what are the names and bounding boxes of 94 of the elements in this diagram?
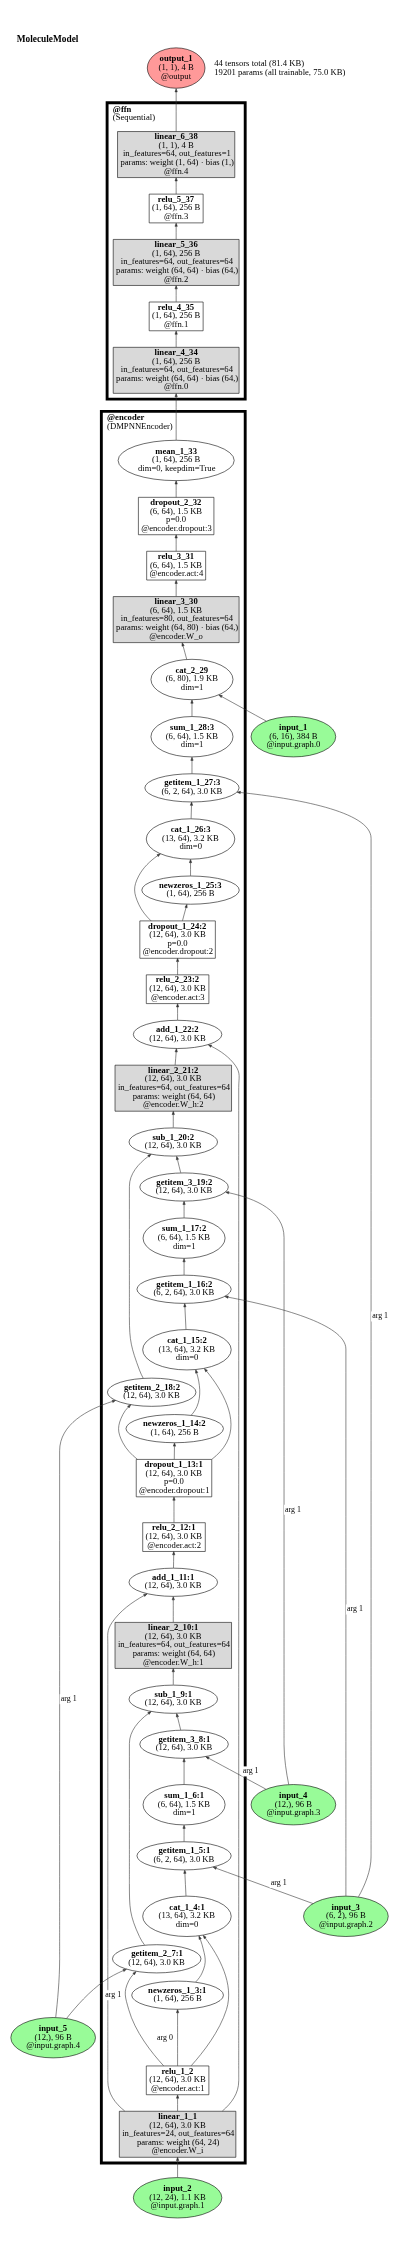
- edge-label: arg 1: [242, 1766, 259, 1776]
- node-ellipse: newzeros_1_3:1 (1, 64), 256 B: [131, 1980, 224, 2010]
- arrow: [173, 1442, 176, 1460]
- node-ellipse: input_3 (6, 2), 96 B @input.graph.2: [303, 1895, 389, 1937]
- arrow: [174, 480, 178, 498]
- arrow: [176, 2094, 179, 2112]
- arrow: [190, 756, 194, 774]
- edge-label: arg 1: [105, 1990, 122, 2000]
- arrow: [204, 1368, 232, 1460]
- node-ellipse: newzeros_1_25:3 (1, 64), 256 B: [141, 875, 240, 905]
- node-ellipse: input_2 (12, 24), 1.1 KB @input.graph.1: [133, 2177, 223, 2219]
- arrow: [174, 222, 178, 240]
- arrow: [134, 853, 161, 922]
- arrow: [171, 1596, 175, 1623]
- node-ellipse: mean_1_33 (1, 64), 256 B dim=0, keepdim=True: [117, 439, 235, 481]
- node-box: relu_1_2 (12, 64), 3.0 KB @encoder.act:1: [146, 2065, 210, 2095]
- arrow: [190, 699, 194, 717]
- arrow: [224, 1295, 347, 1897]
- arrow: [174, 393, 178, 441]
- arrow: [171, 1111, 175, 1128]
- arrow: [236, 791, 372, 1898]
- arrow: [172, 1551, 176, 1569]
- arrow: [176, 1003, 179, 1021]
- node-box: dropout_2_32 (6, 64), 1.5 KB p=0.0 @encoder.dropout:3: [138, 497, 215, 535]
- arrow: [129, 1711, 152, 1946]
- node-ellipse: newzeros_1_14:2 (1, 64), 256 B: [125, 1414, 224, 1443]
- node-box: linear_1_1 (12, 64), 3.0 KB in_features=24, out_features=64 params: weight (64, 24) @encoder.W_i: [119, 2110, 237, 2158]
- arrow: [182, 1824, 186, 1842]
- arrow: [129, 1154, 152, 1379]
- node-ellipse: sum_1_17:2 (6, 64), 1.5 KB dim=1: [142, 1217, 226, 1259]
- node-box: relu_2_12:1 (12, 64), 3.0 KB @encoder.act:2: [142, 1522, 206, 1552]
- edge-label: arg 1: [270, 1878, 287, 1888]
- node-box: relu_5_37 (1, 64), 256 B @ffn.3: [148, 193, 204, 224]
- node-box: relu_4_35 (1, 64), 256 B @ffn.1: [148, 301, 204, 332]
- arrow: [212, 1866, 314, 1904]
- node-box: dropout_1_13:1 (12, 64), 3.0 KB p=0.0 @encoder.dropout:1: [135, 1459, 213, 1498]
- arrow: [174, 580, 178, 597]
- node-ellipse: sum_1_28:3 (6, 64), 1.5 KB dim=1: [150, 716, 234, 758]
- arrow: [182, 1201, 186, 1219]
- diagram-title: MoleculeModel: [16, 33, 79, 44]
- node-box: linear_3_30 (6, 64), 1.5 KB in_features=80, out_features=64 params: weight (64, 80) · bias (64,) @encoder.W_o: [112, 596, 240, 643]
- arrow: [174, 88, 178, 132]
- arrow: [174, 177, 178, 195]
- node-ellipse: input_1 (6, 16), 384 B @input.graph.0: [250, 716, 337, 758]
- arrow: [176, 2009, 179, 2067]
- arrow: [174, 285, 178, 303]
- arrow: [182, 1258, 186, 1276]
- arrow: [174, 534, 178, 552]
- arrow: [172, 1496, 176, 1523]
- arrow: [189, 859, 192, 877]
- node-box: linear_6_38 (1, 1), 4 B in_features=64, out_features=1 params: weight (1, 64) · bias (1,) @ffn.4: [117, 131, 236, 178]
- arrow: [66, 1968, 127, 2019]
- arrow: [118, 1404, 138, 1460]
- node-ellipse: input_5 (12,), 96 B @input.graph.4: [10, 2017, 96, 2059]
- edge-label: arg 1: [285, 1504, 302, 1514]
- arrow: [182, 904, 188, 921]
- arrow: [182, 1758, 186, 1785]
- arrow: [183, 1303, 187, 1330]
- arrow: [55, 1400, 116, 2018]
- node-box: linear_4_34 (1, 64), 256 B in_features=64, out_features=64 params: weight (64, 64) · bias (64,) @ffn.0: [112, 347, 240, 394]
- arrow: [176, 958, 179, 976]
- arrow: [176, 2157, 179, 2178]
- arrow: [183, 1869, 187, 1897]
- node-box: linear_2_21:2 (12, 64), 3.0 KB in_features=64, out_features=64 params: weight (64, 64) @encoder.W_h:2: [114, 1064, 232, 1112]
- node-box: relu_2_23:2 (12, 64), 3.0 KB @encoder.act:3: [146, 974, 210, 1004]
- arrow: [190, 801, 193, 819]
- arrow: [195, 1935, 206, 1983]
- node-ellipse: sum_1_6:1 (6, 64), 1.5 KB dim=1: [142, 1784, 226, 1826]
- edge-label: arg 1: [346, 1604, 363, 1614]
- label: 19201 params (all trainable, 75.0 KB): [214, 66, 346, 77]
- node-box: linear_5_36 (1, 64), 256 B in_features=64, out_features=64 params: weight (64, 64) · bias (64,) @ffn.2: [112, 239, 240, 286]
- arrow: [176, 1156, 181, 1174]
- edge-label: arg 1: [60, 1694, 77, 1704]
- label: 44 tensors total (81.4 KB): [214, 57, 305, 68]
- arrow: [205, 1756, 267, 1790]
- arrow: [190, 1369, 201, 1416]
- arrow: [174, 1048, 178, 1066]
- node-ellipse: output_1 (1, 1), 4 B @output: [147, 47, 206, 89]
- edge-label: arg 1: [372, 1311, 389, 1321]
- arrow: [124, 1971, 164, 2067]
- edge-label: arg 0: [157, 2032, 173, 2042]
- arrow: [190, 1935, 229, 2066]
- arrow: [176, 1713, 181, 1731]
- arrow: [174, 330, 178, 348]
- arrow: [208, 1044, 240, 2112]
- arrow: [218, 694, 267, 722]
- node-box: relu_3_31 (6, 64), 1.5 KB @encoder.act:4: [146, 551, 206, 581]
- node-box: linear_2_10:1 (12, 64), 3.0 KB in_features=64, out_features=64 params: weight (64, 64) @encoder.W_h:1: [114, 1622, 232, 1669]
- node-box: dropout_1_24:2 (12, 64), 3.0 KB p=0.0 @encoder.dropout:2: [139, 920, 216, 959]
- arrow: [107, 1593, 148, 2112]
- arrow: [225, 1191, 289, 1785]
- arrow: [171, 1668, 175, 1686]
- arrow: [181, 642, 187, 660]
- node-ellipse: input_4 (12,), 96 B @input.graph.3: [250, 1784, 337, 1826]
